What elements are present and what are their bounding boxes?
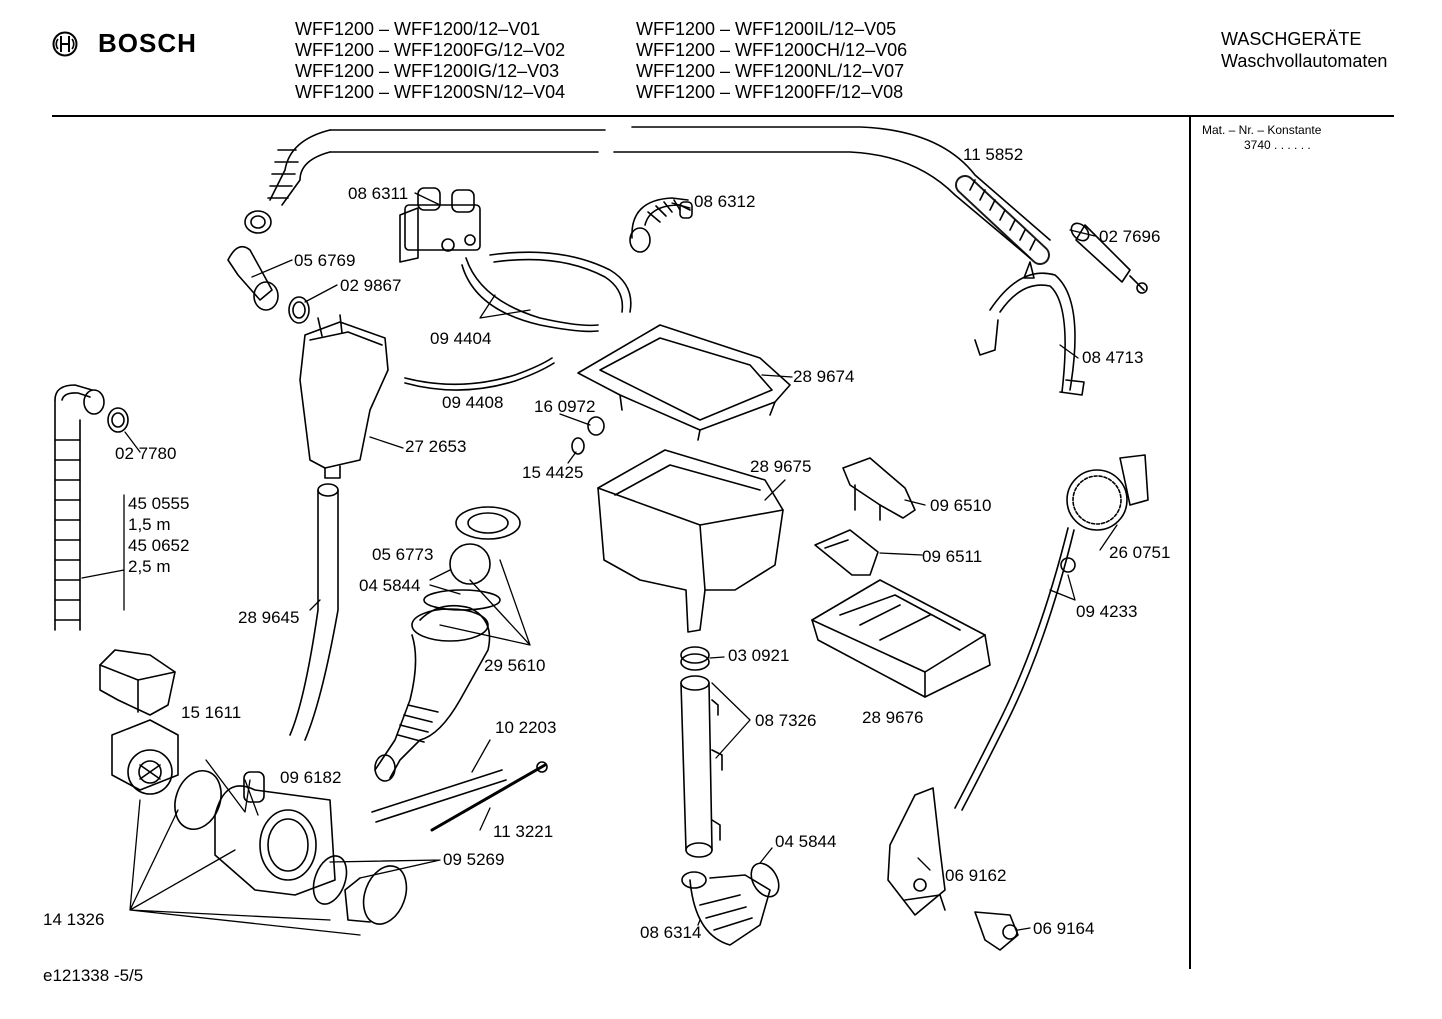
part-label-096510: 09 6510 xyxy=(930,496,992,515)
hose-connector-part xyxy=(1070,222,1148,294)
model-line: WFF1200 – WFF1200SN/12–V04 xyxy=(295,82,566,102)
model-line: WFF1200 – WFF1200/12–V01 xyxy=(295,19,541,39)
drain-elbow-part xyxy=(681,862,780,946)
pump-cover-part xyxy=(99,649,176,716)
elbow-part xyxy=(227,245,279,311)
part-label-450652: 45 0652 xyxy=(128,536,190,555)
part-label-151611: 15 1611 xyxy=(181,703,242,722)
inlet-hose-part xyxy=(244,126,1051,265)
hose-bracket-part xyxy=(974,261,1085,396)
pressure-hose-part xyxy=(954,527,1076,811)
air-chamber-part xyxy=(299,314,389,479)
part-label-15m: 1,5 m xyxy=(128,515,171,534)
rod-part xyxy=(430,763,547,832)
part-label-086314: 08 6314 xyxy=(640,923,702,942)
part-label-260751: 26 0751 xyxy=(1109,543,1171,562)
header-divider xyxy=(52,115,1394,117)
dispenser-top-part xyxy=(577,324,791,441)
part-label-029867: 02 9867 xyxy=(340,276,402,295)
small-fitting-part xyxy=(571,437,585,455)
part-label-056773: 05 6773 xyxy=(372,545,434,564)
part-label-027780: 02 7780 xyxy=(115,444,177,463)
part-label-289645: 28 9645 xyxy=(238,608,300,627)
part-label-069164: 06 9164 xyxy=(1033,919,1095,938)
part-label-069162: 06 9162 xyxy=(945,866,1007,885)
part-label-096182: 09 6182 xyxy=(280,768,342,787)
part-label-289676: 28 9676 xyxy=(862,708,924,727)
drain-hose-part xyxy=(54,384,129,631)
part-label-094233: 09 4233 xyxy=(1076,602,1138,621)
model-line: WFF1200 – WFF1200IG/12–V03 xyxy=(295,61,560,81)
part-label-102203: 10 2203 xyxy=(495,718,557,737)
part-label-030921: 03 0921 xyxy=(728,646,790,665)
part-label-272653: 27 2653 xyxy=(405,437,467,456)
leader-lines xyxy=(81,192,1118,936)
part-label-289674: 28 9674 xyxy=(793,367,855,386)
material-number-box: Mat. – Nr. – Konstante 3740 . . . . . . xyxy=(1202,123,1321,153)
small-fitting-part xyxy=(587,416,605,436)
part-label-450555: 45 0555 xyxy=(128,494,190,513)
siphon-insert-part xyxy=(814,529,879,576)
model-line: WFF1200 – WFF1200FG/12–V02 xyxy=(295,40,566,60)
siphon-cap-part xyxy=(842,457,916,521)
document-code: e121338 -5/5 xyxy=(43,966,144,985)
bellows-assembly-part xyxy=(374,506,521,782)
part-label-045844-b: 04 5844 xyxy=(775,832,837,851)
part-label-25m: 2,5 m xyxy=(128,557,171,576)
part-label-045844-a: 04 5844 xyxy=(359,576,421,595)
model-line: WFF1200 – WFF1200FF/12–V08 xyxy=(636,82,904,102)
pump-housing-part xyxy=(214,771,336,896)
part-label-295610: 29 5610 xyxy=(484,656,546,675)
part-label-086312: 08 6312 xyxy=(694,192,756,211)
model-line: WFF1200 – WFF1200IL/12–V05 xyxy=(636,19,897,39)
part-label-027696: 02 7696 xyxy=(1099,227,1161,246)
o-ring-part xyxy=(174,770,222,830)
model-line: WFF1200 – WFF1200CH/12–V06 xyxy=(636,40,908,60)
detergent-drawer-part xyxy=(811,579,991,698)
dispenser-tube-part xyxy=(680,646,723,858)
mat-label: Mat. – Nr. – Konstante xyxy=(1202,123,1322,137)
part-label-289675: 28 9675 xyxy=(750,457,812,476)
vertical-hose-part xyxy=(289,483,339,741)
part-label-095269: 09 5269 xyxy=(443,850,505,869)
brand-name: BOSCH xyxy=(98,28,197,58)
model-line: WFF1200 – WFF1200NL/12–V07 xyxy=(636,61,905,81)
small-hose-part xyxy=(371,769,507,823)
thin-hose-part xyxy=(404,357,553,386)
part-label-115852: 11 5852 xyxy=(963,145,1024,164)
category-heading: WASCHGERÄTE Waschvollautomaten xyxy=(1221,28,1387,72)
model-list-right: WFF1200 – WFF1200IL/12–V05 WFF1200 – WFF… xyxy=(636,19,907,103)
retainer-part xyxy=(974,911,1019,951)
part-label-056769: 05 6769 xyxy=(294,251,356,270)
part-label-141326: 14 1326 xyxy=(43,910,105,929)
part-label-113221: 11 3221 xyxy=(493,822,554,841)
dispenser-housing-part xyxy=(597,449,784,633)
sidebar-divider xyxy=(1189,117,1191,969)
mat-value: 3740 . . . . . . xyxy=(1244,138,1311,152)
inlet-valve-part xyxy=(399,187,481,263)
part-label-086311: 08 6311 xyxy=(348,184,409,203)
drain-pump-part xyxy=(111,719,179,795)
pressure-switch-part xyxy=(1066,454,1149,531)
connecting-hose-part xyxy=(461,251,632,333)
o-ring-part xyxy=(312,855,348,905)
part-label-087326: 08 7326 xyxy=(755,711,817,730)
bosch-armature-icon xyxy=(52,31,78,56)
part-label-096511: 09 6511 xyxy=(922,547,983,566)
switch-bracket-part xyxy=(887,787,946,916)
part-label-160972: 16 0972 xyxy=(534,397,596,416)
part-label-094404: 09 4404 xyxy=(430,329,492,348)
part-label-094408: 09 4408 xyxy=(442,393,504,412)
part-label-154425: 15 4425 xyxy=(522,463,584,482)
category-line-2: Waschvollautomaten xyxy=(1221,51,1388,71)
pump-filter-part xyxy=(344,865,408,925)
part-label-084713: 08 4713 xyxy=(1082,348,1144,367)
bosch-logo: BOSCH xyxy=(52,28,197,59)
model-list-left: WFF1200 – WFF1200/12–V01 WFF1200 – WFF12… xyxy=(295,19,565,103)
category-line-1: WASCHGERÄTE xyxy=(1221,29,1362,49)
sealing-ring-part xyxy=(288,296,310,324)
